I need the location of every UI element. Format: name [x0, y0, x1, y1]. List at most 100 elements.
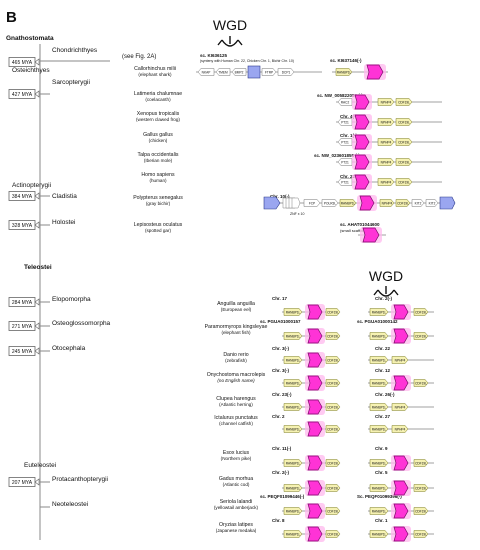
- gene-arrow: [377, 138, 395, 146]
- chr-label-elephant-shark: sc. KI636125: [200, 53, 228, 58]
- gene-label: CDF19L: [327, 487, 339, 491]
- highlight-gene: [354, 134, 370, 150]
- mya-box: 207 MYA: [8, 477, 40, 487]
- clade-label: Sarcopterygii: [52, 79, 90, 86]
- gene-label: DCP1: [282, 71, 291, 75]
- svg-text:(Northern pike): (Northern pike): [221, 456, 252, 461]
- gene-arrow: [335, 68, 353, 76]
- svg-text:(Japanese medaka): (Japanese medaka): [216, 528, 257, 533]
- teleost-chr-right: Chr. 2(-): [375, 296, 393, 301]
- gene-arrow: [325, 459, 341, 467]
- species-label: Callorhinchus milii(elephant shark): [134, 66, 176, 77]
- wgd-label-bottom: WGD: [369, 268, 403, 284]
- species-label: Latimeria chalumnae(coelacanth): [134, 91, 182, 102]
- svg-text:328 MYA: 328 MYA: [12, 223, 33, 229]
- highlight-gene: [354, 94, 370, 110]
- gene-arrow: [325, 356, 341, 364]
- gene-label: CDF19L: [327, 510, 339, 514]
- gene-arrow: [369, 403, 389, 411]
- chr-note-gar: (small scaffold): [340, 228, 367, 233]
- svg-text:(no English name): (no English name): [217, 378, 255, 383]
- wgd-marker-bottom: WGD: [369, 268, 403, 297]
- wgd-arrow-icon: [377, 286, 395, 297]
- gene-arrow: [391, 356, 409, 364]
- chr-label-human: Chr. 22: [340, 174, 356, 179]
- species-label: Gallus gallus(chicken): [143, 132, 173, 143]
- gene-row-teleost-left: RANBP1L CDF19L: [282, 375, 341, 391]
- gene-label: FTRP: [265, 71, 273, 75]
- gene-arrow: [303, 199, 321, 207]
- highlight-gene: [393, 328, 409, 344]
- gene-arrow: [413, 507, 429, 515]
- gene-label: NPHP4: [381, 141, 392, 145]
- svg-text:(yellowtail amberjack): (yellowtail amberjack): [214, 505, 259, 510]
- chr-note-elephant-shark: (synteny with Human Chr. 22, Chicken Chr…: [200, 59, 294, 63]
- highlight-gene: [307, 304, 323, 320]
- teleost-chr-left: Chr. 2: [272, 414, 285, 419]
- species-label: Lepisosteus oculatus(spotted gar): [134, 222, 183, 233]
- gene-label: NPHP4: [395, 406, 406, 410]
- gene-label: NPHP4: [395, 428, 406, 432]
- gene-arrow: [391, 425, 409, 433]
- highlight-gene: [307, 421, 323, 437]
- gene-label: CDF19L: [327, 428, 339, 432]
- gene-label: NKAP: [202, 71, 211, 75]
- gene-label: CDF19L: [397, 202, 409, 206]
- svg-text:271 MYA: 271 MYA: [12, 324, 33, 330]
- gene-label: NPHP4: [381, 121, 392, 125]
- svg-text:(chicken): (chicken): [149, 138, 168, 143]
- svg-text:Callorhinchus milii: Callorhinchus milii: [134, 66, 176, 72]
- svg-text:Polypterus senegalus: Polypterus senegalus: [133, 195, 183, 201]
- svg-text:Esox lucius: Esox lucius: [223, 450, 250, 456]
- gene-arrow: [377, 158, 395, 166]
- svg-text:465 MYA: 465 MYA: [12, 60, 33, 66]
- mya-box: 328 MYA: [8, 220, 40, 230]
- species-label: Seriola lalandi(yellowtail amberjack): [214, 499, 259, 510]
- teleost-chr-left: sc. PGUA01000157: [260, 319, 301, 324]
- gene-arrow: [197, 68, 215, 76]
- gene-label: PT21: [341, 141, 349, 145]
- gene-arrow: [321, 199, 339, 207]
- gene-label: RANBP1L: [286, 382, 301, 386]
- gene-label: RANBP1L: [286, 533, 301, 537]
- teleost-chr-left: Chr. 23(-): [272, 392, 292, 397]
- gene-label: CDF19L: [415, 382, 427, 386]
- species-label: Clupea harengus(Atlantic herring): [216, 396, 256, 407]
- gene-arrow: [395, 98, 413, 106]
- gene-arrow: [369, 308, 389, 316]
- teleost-chr-right: Chr. 27: [375, 414, 391, 419]
- clade-label: Elopomorpha: [52, 296, 91, 303]
- gene-arrow: [337, 118, 353, 126]
- svg-text:Gallus gallus: Gallus gallus: [143, 132, 173, 138]
- chromosome-labels: sc. KI636125 (synteny with Human Chr. 22…: [200, 53, 380, 233]
- teleost-chr-left: Chr. 3(-): [272, 368, 290, 373]
- species-label: Xenopus tropicalis(western clawed frog): [136, 111, 180, 122]
- gene-label: NPHP4: [395, 359, 406, 363]
- clade-label: Chondrichthyes: [52, 47, 98, 54]
- gene-arrow: [337, 158, 353, 166]
- gene-row-gar: [358, 227, 386, 243]
- znf-cluster: [291, 197, 301, 209]
- svg-text:(spotted gar): (spotted gar): [145, 228, 172, 233]
- gene-arrow: [369, 356, 389, 364]
- gene-arrow: [339, 199, 357, 207]
- svg-text:Homo sapiens: Homo sapiens: [141, 172, 175, 178]
- tree-labels: GnathostomataChondrichthyesOsteichthyesS…: [6, 35, 111, 508]
- teleost-chr-right: Sc. PEQF01099396(-): [357, 494, 402, 499]
- gene-label: CDF19L: [415, 510, 427, 514]
- highlight-gene: [307, 375, 323, 391]
- teleost-chr-right: Chr. 26(-): [375, 392, 395, 397]
- gene-label: RANBP1L: [286, 335, 301, 339]
- gene-label: CDF19L: [327, 382, 339, 386]
- svg-text:(Iberian mole): (Iberian mole): [144, 158, 173, 163]
- gene-arrow: [377, 178, 395, 186]
- gene-label: POLR3L: [324, 202, 336, 206]
- svg-text:Onychostoma macrolepis: Onychostoma macrolepis: [207, 372, 266, 378]
- gene-arrow: [395, 178, 413, 186]
